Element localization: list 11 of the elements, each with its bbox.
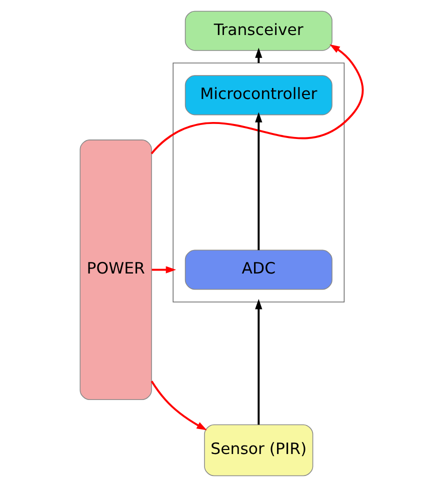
node-box: POWER (80, 140, 152, 400)
node-box: Sensor (PIR) (204, 424, 314, 476)
cluster (172, 62, 345, 302)
arrow (152, 266, 176, 274)
arrow (150, 44, 364, 154)
node-box: Transceiver (184, 10, 332, 51)
arrow (150, 380, 207, 430)
node-box: Microcontroller (184, 75, 332, 116)
arrow (255, 112, 262, 250)
arrow (255, 299, 262, 425)
node-box: ADC (184, 250, 332, 290)
